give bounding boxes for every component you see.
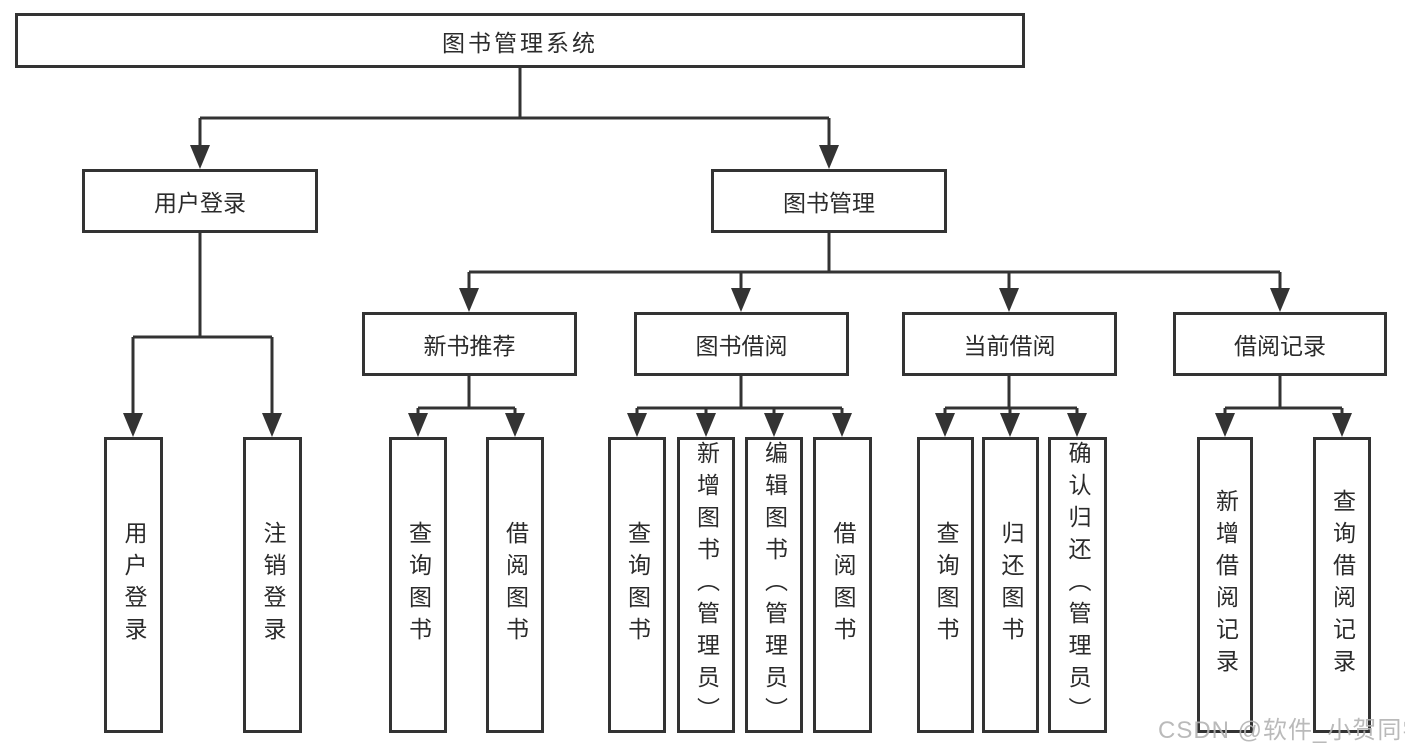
node-new-book-recommendation: 新书推荐 <box>362 312 577 376</box>
node-query-borrow-record-label: 查询借阅记录 <box>1329 489 1356 681</box>
node-confirm-return-admin-label: 确认归还（管理员） <box>1065 441 1091 729</box>
node-borrow-books: 借阅图书 <box>813 437 872 733</box>
node-query-books-current: 查询图书 <box>917 437 974 733</box>
node-query-books-recommend: 查询图书 <box>389 437 447 733</box>
node-query-borrow-record: 查询借阅记录 <box>1313 437 1371 733</box>
node-confirm-return-admin: 确认归还（管理员） <box>1048 437 1107 733</box>
node-borrow-books-recommend-label: 借阅图书 <box>502 521 529 649</box>
node-user-login: 用户登录 <box>104 437 163 733</box>
node-query-books-borrowing-label: 查询图书 <box>624 521 651 649</box>
node-edit-book-admin: 编辑图书（管理员） <box>745 437 803 733</box>
node-borrowing-records: 借阅记录 <box>1173 312 1387 376</box>
node-return-books-label: 归还图书 <box>998 521 1024 649</box>
node-current-borrowing: 当前借阅 <box>902 312 1117 376</box>
node-book-borrowing: 图书借阅 <box>634 312 849 376</box>
node-query-books-borrowing: 查询图书 <box>608 437 666 733</box>
node-user-login-module: 用户登录 <box>82 169 318 233</box>
node-borrow-books-recommend: 借阅图书 <box>486 437 544 733</box>
node-query-books-current-label: 查询图书 <box>933 521 959 649</box>
node-book-management-module: 图书管理 <box>711 169 947 233</box>
watermark: CSDN @软件_小贺同学 <box>1158 717 1405 744</box>
node-add-book-admin-label: 新增图书（管理员） <box>693 441 720 729</box>
node-logout: 注销登录 <box>243 437 302 733</box>
node-library-management-system: 图书管理系统 <box>15 13 1025 68</box>
node-add-book-admin: 新增图书（管理员） <box>677 437 735 733</box>
node-return-books: 归还图书 <box>982 437 1039 733</box>
node-edit-book-admin-label: 编辑图书（管理员） <box>761 441 788 729</box>
node-add-borrow-record-label: 新增借阅记录 <box>1212 489 1239 681</box>
node-user-login-label: 用户登录 <box>121 521 147 649</box>
node-add-borrow-record: 新增借阅记录 <box>1197 437 1253 733</box>
node-query-books-recommend-label: 查询图书 <box>405 521 432 649</box>
node-logout-label: 注销登录 <box>260 521 286 649</box>
node-borrow-books-label: 借阅图书 <box>830 521 856 649</box>
